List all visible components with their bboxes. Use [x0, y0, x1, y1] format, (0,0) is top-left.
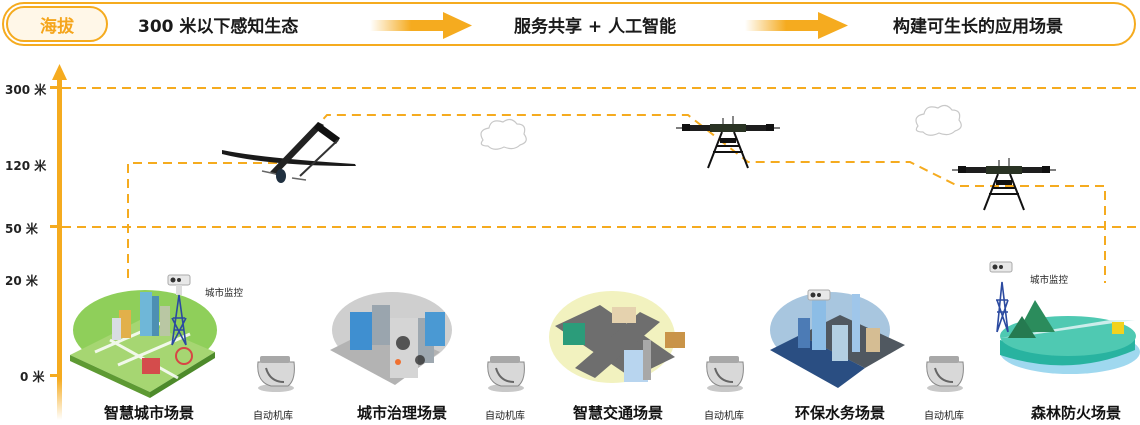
axis-label-300: 300 米 [5, 83, 47, 97]
scene-smart-city-illustration [70, 290, 217, 398]
flight-path [127, 114, 1106, 283]
axis-label-50: 50 米 [5, 222, 38, 236]
hexacopter-drone-icon [676, 116, 780, 169]
scene-label-smart-traffic: 智慧交通场景 [572, 404, 664, 422]
tick-50 [50, 225, 58, 228]
auto-hangar-icon [257, 356, 295, 392]
altitude-axis [50, 64, 67, 420]
tick-0 [50, 374, 58, 377]
auto-hangar-icon [487, 356, 525, 392]
axis-label-0: 0 米 [20, 370, 45, 384]
scene-smart-traffic-illustration [549, 291, 685, 383]
tick-300 [50, 86, 58, 89]
monitoring-camera-tower-icon [167, 274, 191, 346]
stage-service-ai: 服务共享 + 人工智能 [514, 17, 677, 37]
auto-hangar-icon [926, 356, 964, 392]
scene-label-smart-city: 智慧城市场景 [103, 404, 195, 422]
axis-label-120: 120 米 [5, 159, 47, 173]
banner-arrow-2 [745, 12, 848, 39]
hangar-label: 自动机库 [485, 411, 525, 422]
scene-label-environment-water: 环保水务场景 [794, 404, 886, 422]
scene-environment-water-illustration [770, 289, 905, 388]
stage-application: 构建可生长的应用场景 [893, 17, 1063, 37]
monitor-label: 城市监控 [1030, 275, 1069, 286]
stage-perception: 300 米以下感知生态 [138, 17, 299, 37]
reference-lines [62, 87, 1140, 228]
fixed-wing-drone-icon [222, 122, 356, 183]
cloud-icon [480, 118, 527, 150]
hangar-label: 自动机库 [704, 411, 744, 422]
hexacopter-drone-icon [952, 158, 1056, 211]
scene-label-forest-fire: 森林防火场景 [1030, 404, 1122, 422]
monitor-label: 城市监控 [205, 288, 244, 299]
altitude-banner [2, 2, 1136, 46]
banner-arrow-1 [370, 12, 472, 39]
axis-label-20: 20 米 [5, 274, 38, 288]
scene-urban-governance-illustration [330, 292, 452, 385]
hangar-label: 自动机库 [924, 411, 964, 422]
altitude-pill: 海拔 [6, 6, 108, 42]
hangar-label: 自动机库 [253, 411, 293, 422]
cloud-icon [915, 104, 962, 136]
scene-label-urban-governance: 城市治理场景 [356, 404, 448, 422]
auto-hangar-icon [706, 356, 744, 392]
scene-forest-fire-illustration [989, 261, 1140, 374]
